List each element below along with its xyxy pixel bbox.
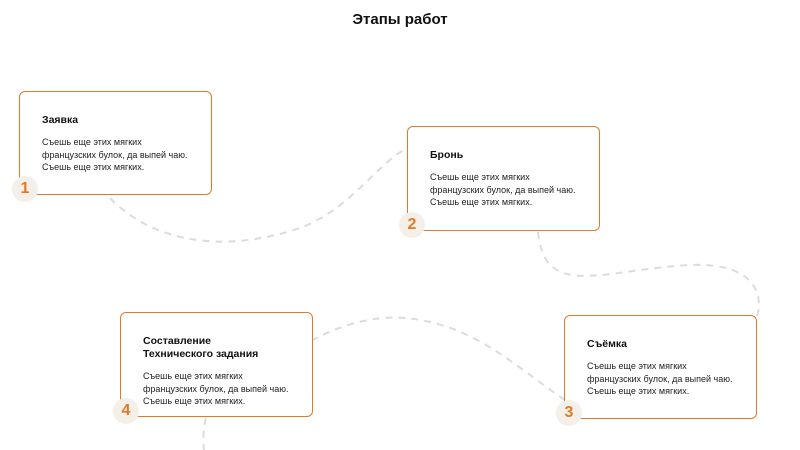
step-number-3: 3 [556, 400, 582, 426]
step-card-2: Бронь Съешь еще этих мягких французских … [407, 126, 600, 231]
step-title: Заявка [42, 114, 79, 126]
step-card-1: Заявка Съешь еще этих мягких французских… [19, 91, 212, 195]
step-card-3: Съёмка Съешь еще этих мягких французских… [564, 315, 757, 419]
step-description: Съешь еще этих мягких французских булок,… [143, 371, 289, 406]
step-number-4: 4 [113, 398, 139, 424]
step-description: Съешь еще этих мягких французских булок,… [42, 137, 188, 172]
step-description: Съешь еще этих мягких французских булок,… [587, 361, 733, 396]
step-title: Бронь [430, 149, 464, 161]
step-number-2: 2 [399, 212, 425, 238]
step-number-1: 1 [12, 176, 38, 202]
step-description: Съешь еще этих мягких французских булок,… [430, 172, 576, 207]
step-title: Составление Технического задания [143, 335, 259, 360]
step-card-4: Составление Технического задания Съешь е… [120, 312, 313, 417]
page-title: Этапы работ [352, 11, 448, 28]
step-title: Съёмка [587, 338, 627, 350]
